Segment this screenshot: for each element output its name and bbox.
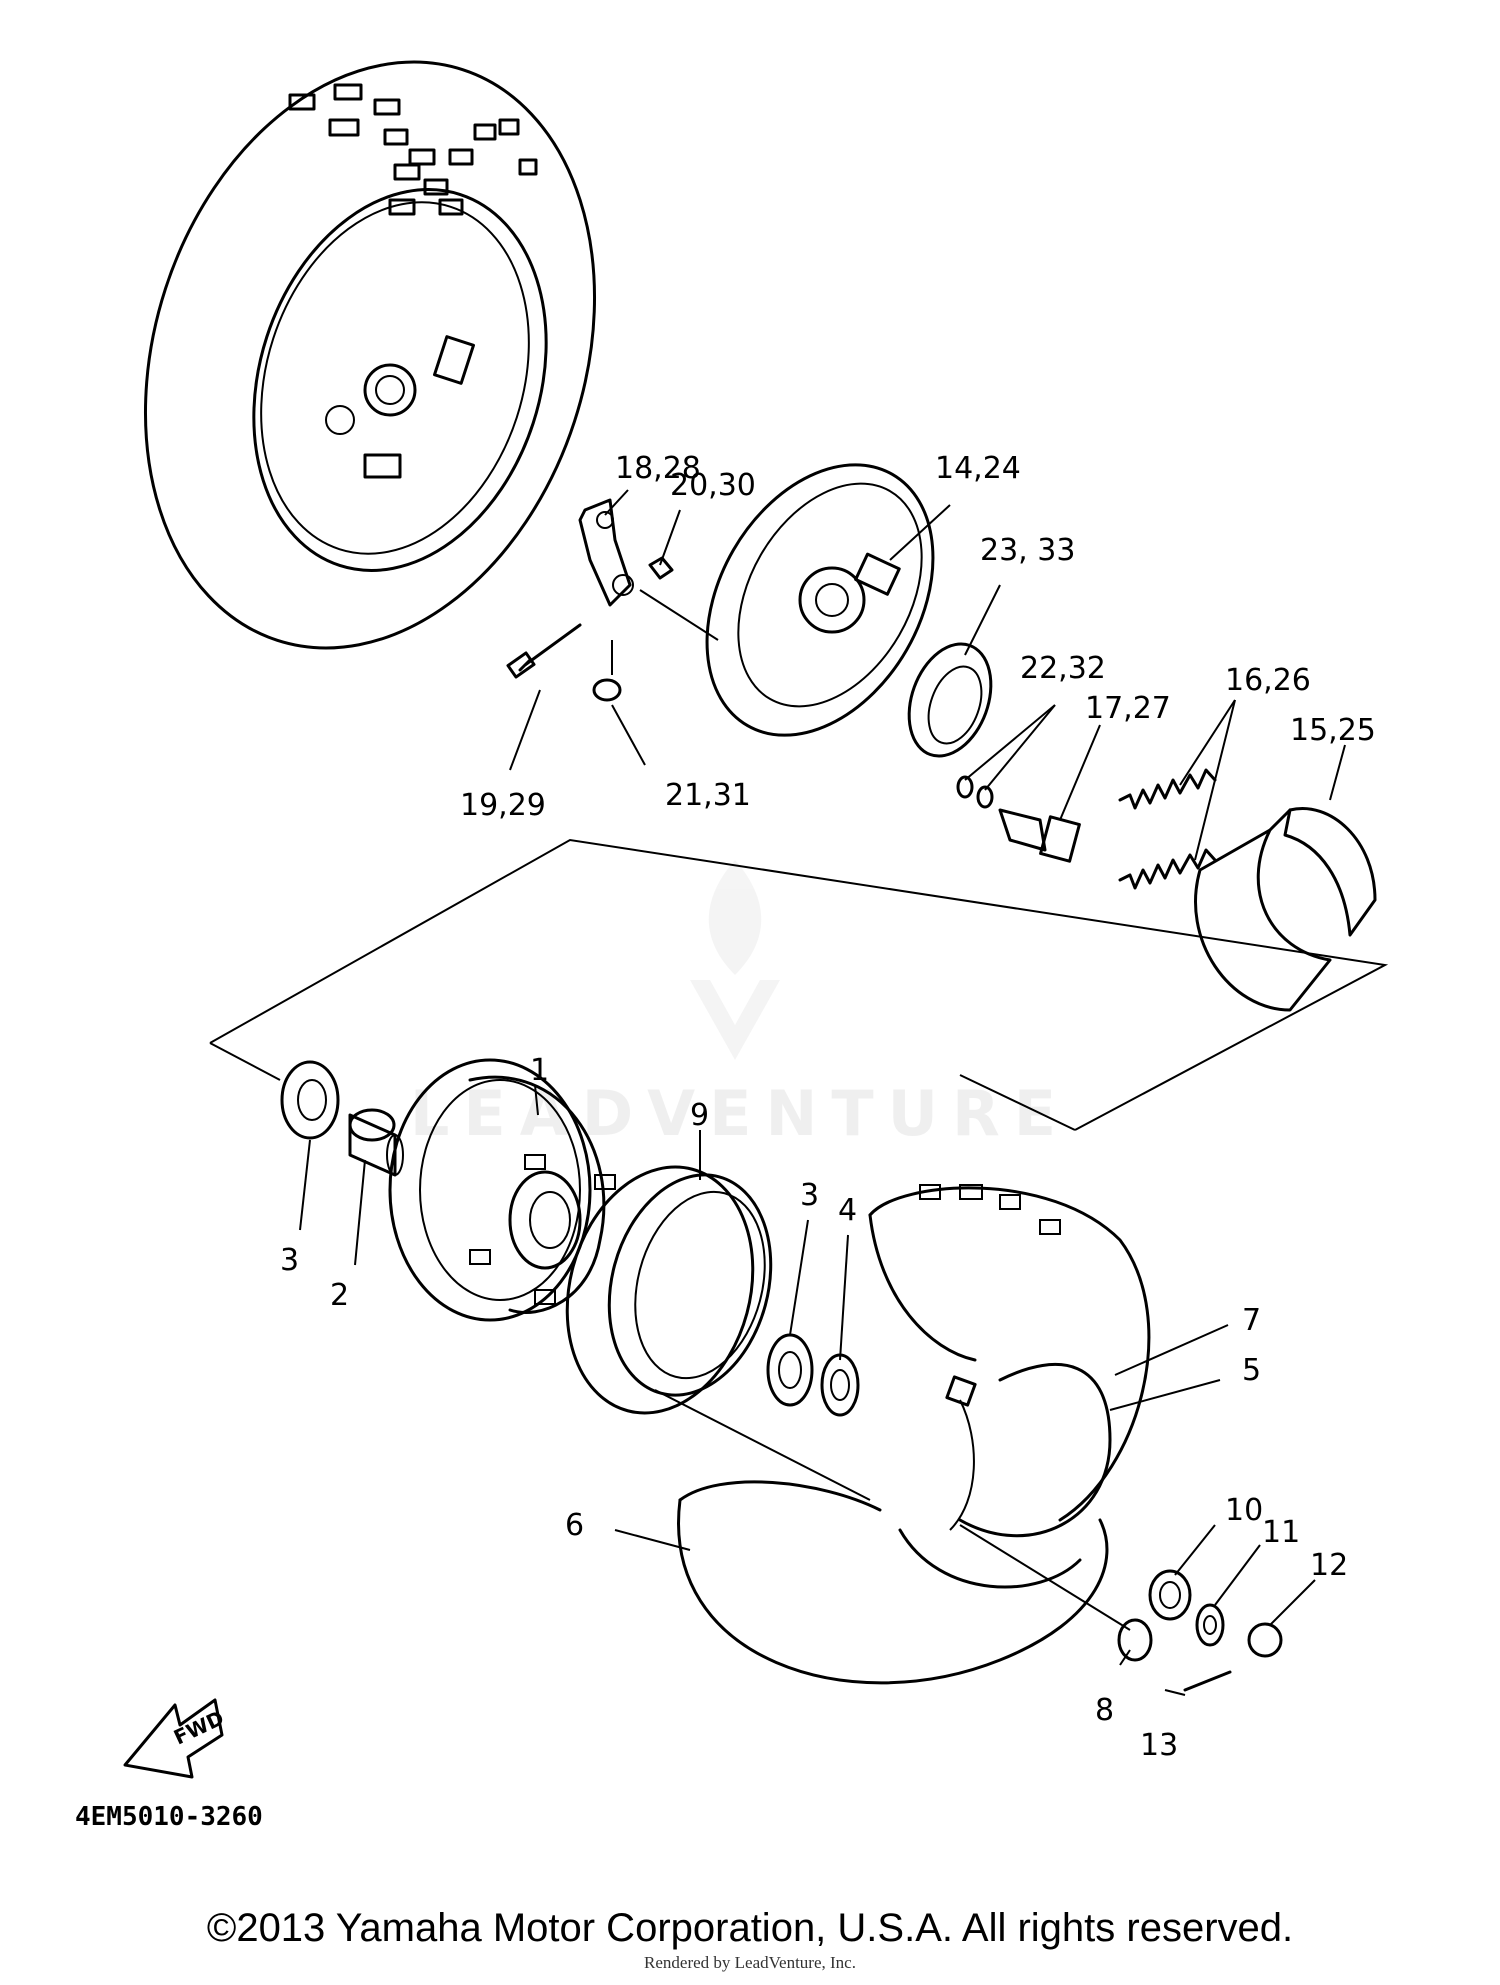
- callout-3-right: 3: [800, 1178, 819, 1213]
- forward-direction-arrow: FWD: [123, 1698, 228, 1779]
- callout-labels: 1 2 3 3 4 5 6 7 8 9 10 11 12 13 14,24 15…: [280, 451, 1376, 1763]
- explode-frame: [209, 838, 1389, 1131]
- callout-19-29: 19,29: [460, 788, 546, 823]
- callout-9: 9: [690, 1098, 709, 1133]
- callout-11: 11: [1262, 1515, 1300, 1550]
- callout-14-24: 14,24: [935, 451, 1021, 486]
- callout-4: 4: [838, 1193, 857, 1228]
- oil-seal: [907, 642, 993, 758]
- callout-6: 6: [565, 1508, 584, 1543]
- brake-cam-lever: [506, 498, 719, 702]
- callout-12: 12: [1310, 1548, 1348, 1583]
- callout-10: 10: [1225, 1493, 1263, 1528]
- camshaft-and-orings: [956, 775, 1081, 863]
- callout-5: 5: [1242, 1353, 1261, 1388]
- copyright-notice: ©2013 Yamaha Motor Corporation, U.S.A. A…: [206, 1906, 1294, 1950]
- drum-ring-seal: [565, 1165, 773, 1415]
- callout-23-33: 23, 33: [980, 533, 1075, 568]
- rendered-by-credit: Rendered by LeadVenture, Inc.: [644, 1953, 856, 1972]
- left-bearing-spacer: [280, 1060, 404, 1177]
- watermark-logo: LEADVENTURE: [410, 860, 1070, 1150]
- callout-8: 8: [1095, 1693, 1114, 1728]
- callout-1: 1: [530, 1053, 549, 1088]
- callout-16-26: 16,26: [1225, 663, 1311, 698]
- callout-13: 13: [1140, 1728, 1178, 1763]
- hub-drum: [388, 1058, 616, 1322]
- callout-20-30: 20,30: [670, 468, 756, 503]
- wheel-and-tire-halves: [677, 1184, 1151, 1685]
- brake-shoes: [1194, 807, 1377, 1012]
- brake-springs: [1118, 768, 1217, 890]
- callout-21-31: 21,31: [665, 778, 751, 813]
- callout-17-27: 17,27: [1085, 691, 1171, 726]
- callout-22-32: 22,32: [1020, 651, 1106, 686]
- brake-panel: [705, 463, 935, 737]
- figure-code: 4EM5010-3260: [75, 1802, 263, 1832]
- wheel-assembly-illustration: [143, 60, 597, 650]
- callout-3-left: 3: [280, 1243, 299, 1278]
- watermark-text: LEADVENTURE: [410, 1077, 1070, 1150]
- leader-lines: [299, 489, 1346, 1696]
- callout-7: 7: [1242, 1303, 1261, 1338]
- right-bearing-washer: [766, 1333, 860, 1417]
- callout-2: 2: [330, 1278, 349, 1313]
- callout-18-28: 18,28: [615, 451, 701, 486]
- callout-15-25: 15,25: [1290, 713, 1376, 748]
- axle-hardware: [1117, 1569, 1283, 1692]
